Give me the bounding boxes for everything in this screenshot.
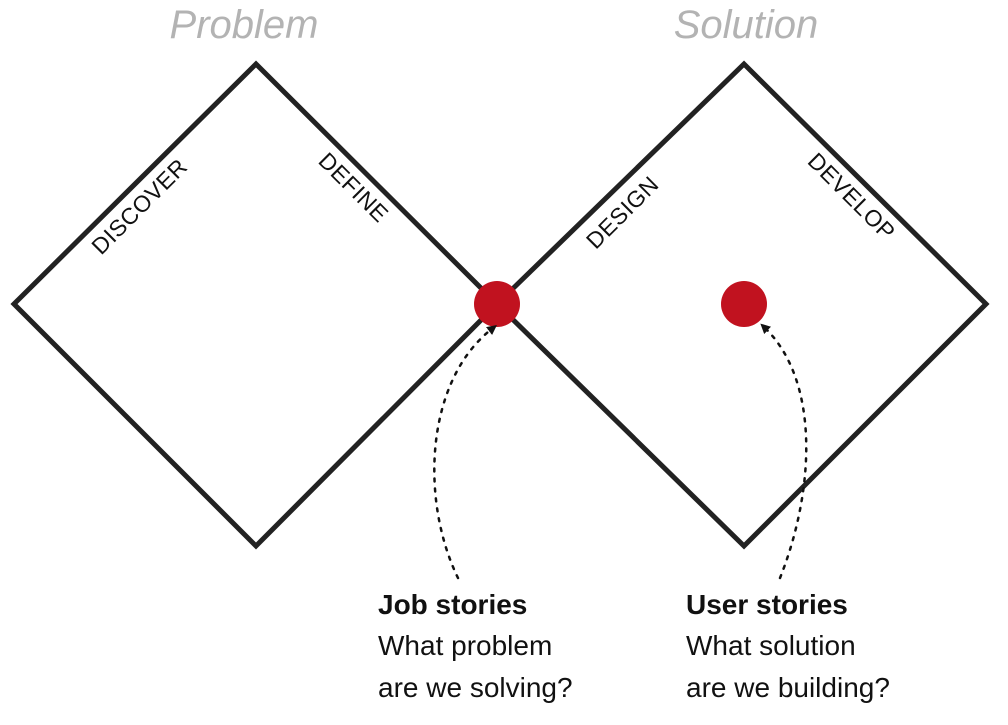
solution-title: Solution bbox=[674, 3, 819, 47]
solution-diamond bbox=[493, 60, 990, 550]
problem-title: Problem bbox=[170, 3, 319, 47]
job-stories-line2: are we solving? bbox=[378, 672, 573, 703]
user-stories-line1: What solution bbox=[686, 630, 856, 661]
user-stories-arrow bbox=[760, 323, 808, 580]
user-stories-line2: are we building? bbox=[686, 672, 890, 703]
phase-label-discover: DISCOVER bbox=[86, 153, 192, 259]
problem-diamond bbox=[10, 60, 501, 550]
phase-label-develop: DEVELOP bbox=[803, 147, 901, 245]
user-stories-title: User stories bbox=[686, 589, 848, 620]
user-stories-marker bbox=[721, 281, 767, 327]
job-stories-arrow bbox=[433, 324, 497, 580]
job-stories-line1: What problem bbox=[378, 630, 552, 661]
job-stories-marker bbox=[474, 281, 520, 327]
job-stories-title: Job stories bbox=[378, 589, 527, 620]
